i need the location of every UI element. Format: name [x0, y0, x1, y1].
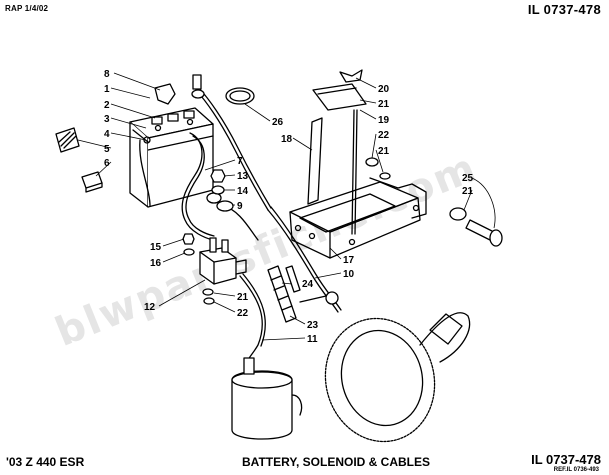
terminal-cover	[154, 83, 176, 105]
callout-7: 7	[237, 156, 243, 167]
starter-solenoid	[199, 237, 247, 285]
callout-13: 13	[237, 171, 249, 182]
callout-24: 24	[302, 279, 314, 290]
hold-down-rod	[351, 109, 355, 235]
callout-23: 23	[307, 320, 319, 331]
callout-18: 18	[281, 134, 293, 145]
callout-14: 14	[237, 186, 249, 197]
cable-bolt-end	[299, 295, 327, 303]
revision-stamp: RAP 1/4/02	[5, 4, 49, 13]
model-name: '03 Z 440 ESR	[6, 455, 85, 469]
battery	[129, 107, 214, 208]
nut-15	[182, 233, 195, 245]
callout-26: 26	[272, 117, 284, 128]
callout-3: 3	[104, 114, 110, 125]
illustration-id-top: IL 0737-478	[527, 2, 601, 17]
callout-22-solenoid: 22	[237, 308, 249, 319]
boot-24	[285, 265, 301, 293]
washer-22b	[365, 157, 379, 167]
starter-cable	[239, 275, 263, 361]
callout-19: 19	[378, 115, 390, 126]
callout-11: 11	[307, 334, 318, 345]
callout-21-bracket: 21	[378, 99, 390, 110]
callout-12: 12	[144, 302, 156, 313]
starter-motor	[231, 357, 303, 440]
leader-lines	[77, 72, 496, 341]
callout-22-tray: 22	[378, 130, 390, 141]
battery-pad	[81, 171, 103, 193]
callout-20: 20	[378, 84, 390, 95]
callout-21-tray: 21	[378, 146, 390, 157]
battery-decal	[55, 127, 80, 153]
washer-16	[183, 248, 195, 256]
reference-id: REF.IL 0736-493	[553, 467, 599, 473]
callout-10: 10	[343, 269, 355, 280]
diagram-title: BATTERY, SOLENOID & CABLES	[242, 455, 431, 469]
callout-15: 15	[150, 242, 162, 253]
callout-2: 2	[104, 100, 110, 111]
callout-8: 8	[104, 69, 110, 80]
washer-22a	[203, 297, 215, 305]
washer-21a	[202, 288, 214, 296]
positive-cable	[181, 132, 214, 241]
cable-bolt	[192, 74, 202, 90]
callout-16: 16	[150, 258, 162, 269]
ring-gear	[324, 312, 471, 443]
ground-cable	[195, 89, 269, 211]
washer-21d	[449, 207, 467, 221]
battery-strap	[139, 139, 151, 207]
watermark: blwpartsfiche.com	[49, 145, 484, 356]
callout-17: 17	[343, 255, 355, 266]
callout-25: 25	[462, 173, 474, 184]
callout-9: 9	[237, 201, 243, 212]
callout-1: 1	[104, 84, 110, 95]
nut-13	[210, 169, 226, 183]
tray-strap	[307, 117, 323, 205]
washer-14	[211, 185, 225, 195]
battery-tray	[289, 177, 427, 259]
callout-21-bolt: 21	[462, 186, 474, 197]
callout-6: 6	[104, 158, 110, 169]
callout-5: 5	[104, 144, 110, 155]
illustration-id-bottom: IL 0737-478	[531, 452, 601, 467]
washer-21c	[379, 172, 391, 180]
callout-4: 4	[104, 129, 110, 140]
callout-21-solenoid: 21	[237, 292, 249, 303]
wing-nut	[339, 69, 363, 83]
cable-boot	[267, 265, 297, 323]
hold-down-bracket	[312, 83, 367, 111]
